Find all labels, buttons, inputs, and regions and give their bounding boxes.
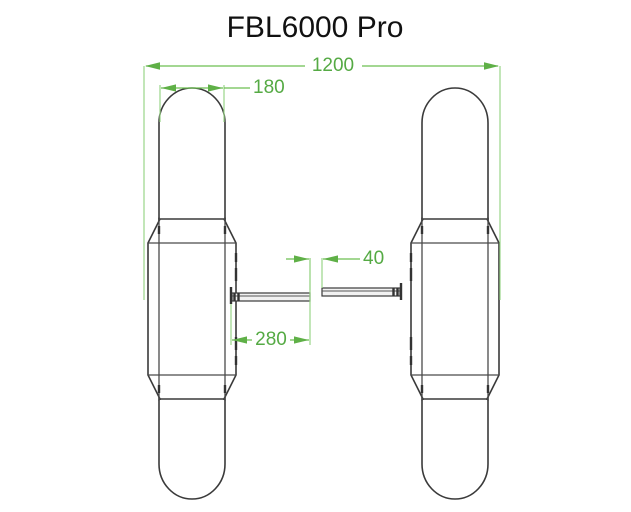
left-pedestal-bottom-shell [158, 399, 226, 500]
lane-arrow-right [294, 336, 309, 344]
left-flap-barrier [229, 287, 311, 304]
right-pedestal-top-shell [421, 87, 489, 262]
left-pedestal [147, 87, 238, 500]
right-pedestal-housing [410, 218, 500, 400]
gap-arrow-left [294, 255, 309, 263]
page-title: FBL6000 Pro [227, 11, 404, 44]
dimension-overall-width: 1200 [143, 55, 501, 300]
gap-arrow-right [323, 255, 338, 263]
dimension-pedestal-width: 180 [159, 77, 285, 122]
right-flap-panel [321, 287, 401, 297]
left-pedestal-housing [147, 218, 237, 400]
pedestal-arrow-right [208, 84, 223, 92]
right-pedestal-bottom-shell [421, 399, 489, 500]
lane-arrow-left [232, 336, 247, 344]
right-flap-barrier [321, 283, 403, 300]
left-flap-panel [231, 292, 311, 302]
dimension-lane-width: 280 [230, 258, 311, 350]
overall-arrow-left [145, 62, 160, 70]
pedestal-arrow-left [161, 84, 176, 92]
lane-width-label: 280 [255, 329, 287, 350]
flap-gap-label: 40 [363, 248, 384, 269]
overall-width-label: 1200 [312, 55, 354, 76]
right-pedestal [409, 87, 500, 500]
dimension-flap-gap: 40 [286, 248, 384, 290]
overall-arrow-right [484, 62, 499, 70]
left-pedestal-top-shell [158, 87, 226, 262]
pedestal-width-label: 180 [253, 77, 285, 98]
